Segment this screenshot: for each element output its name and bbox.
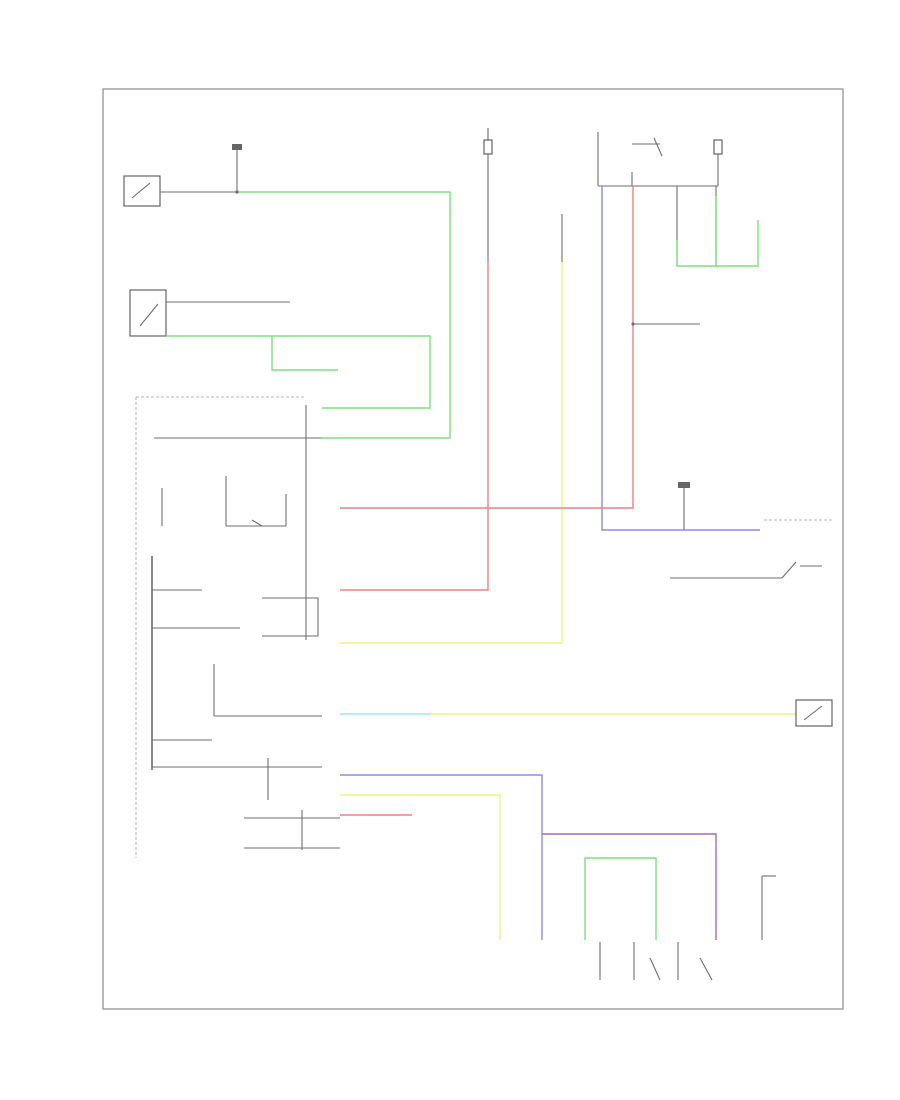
control-unit-block: [213, 597, 322, 717]
green-wire-middle: [166, 335, 431, 409]
green-wire-bottom: [584, 857, 657, 940]
yellow-wire-bottom: [340, 794, 501, 940]
green-wire-top: [160, 191, 451, 439]
yellow-wire-a: [340, 214, 563, 644]
diagram-frame: [102, 88, 844, 1010]
red-wire-long: [340, 186, 634, 509]
blue-wire-bottom: [340, 774, 543, 940]
red-wire-a: [340, 262, 489, 591]
module-switch-block: [161, 476, 287, 527]
splice-dot-red: [631, 322, 635, 326]
ground-bracket-right: [761, 875, 776, 940]
splice-dot: [235, 190, 239, 194]
green-wire-right: [676, 220, 759, 267]
ground-point-right: [678, 482, 690, 530]
switch-left-top: [123, 175, 161, 207]
purple-wire-bottom: [542, 833, 717, 940]
switch-left-middle: [129, 289, 167, 337]
bottom-switch-group: [599, 942, 713, 981]
switch-right-middle: [670, 561, 822, 579]
fuse-top-middle: [483, 128, 493, 182]
ground-point-top-left: [232, 144, 242, 192]
fuse-block-top-right: [597, 132, 723, 187]
switch-right-bottom: [795, 699, 833, 727]
blue-wire-long: [601, 186, 760, 531]
